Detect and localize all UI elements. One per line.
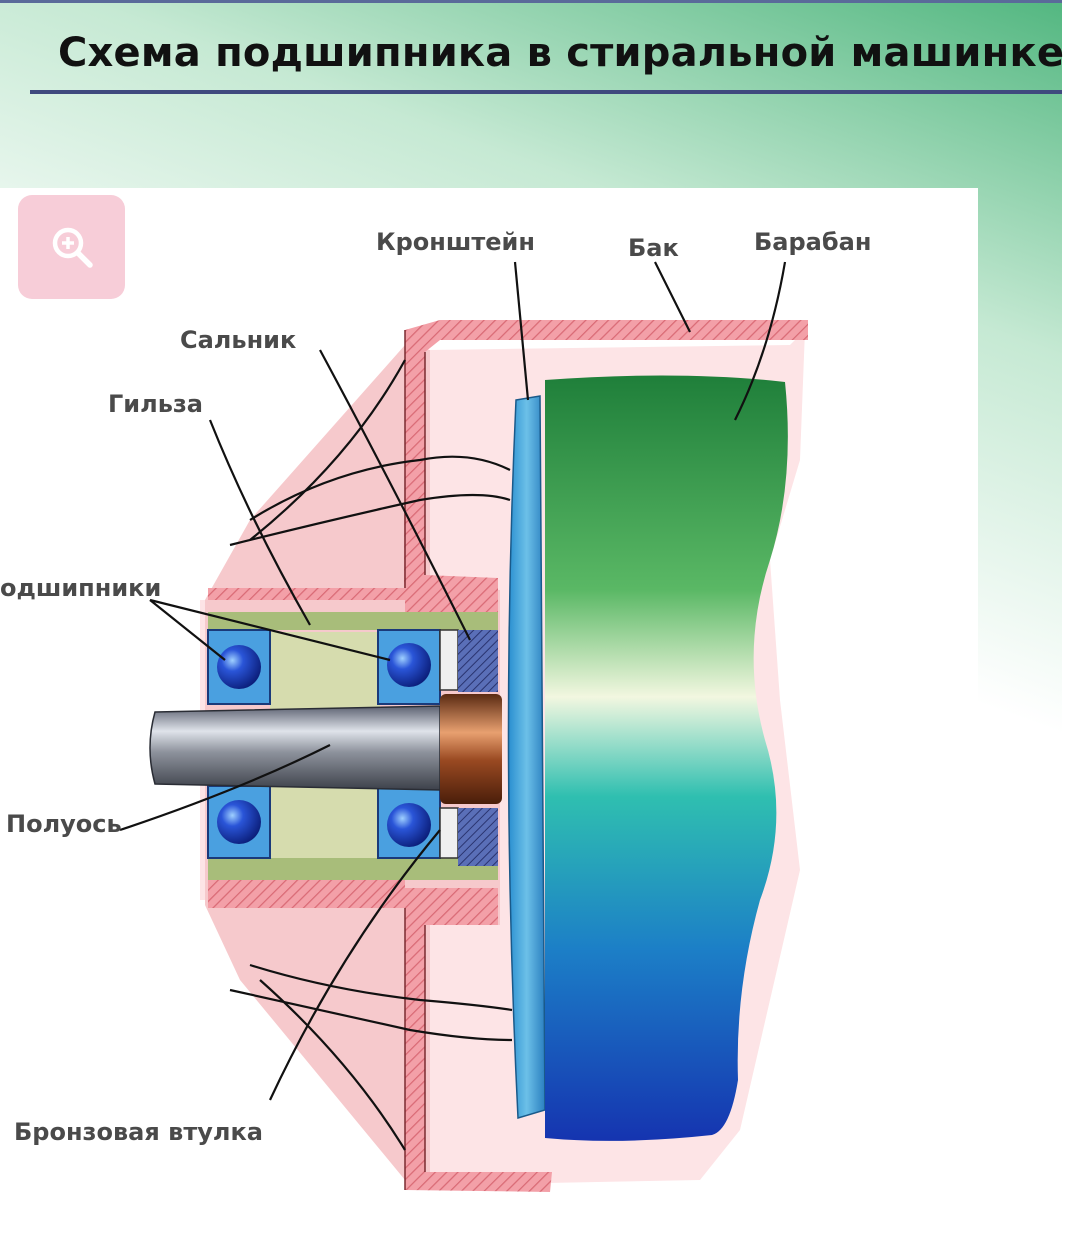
zoom-button[interactable] [18, 195, 125, 299]
label-seal: Сальник [180, 326, 296, 354]
bearing-right-bottom [377, 785, 441, 859]
top-border [0, 0, 1062, 3]
bearing-right-top [377, 629, 441, 705]
bronze-bushing [440, 694, 502, 804]
half-axle [149, 705, 441, 791]
flange [507, 395, 546, 1119]
label-sleeve: Гильза [108, 390, 203, 418]
label-drum: Барабан [754, 228, 871, 256]
label-tank: Бак [628, 234, 679, 262]
zoom-in-icon [52, 227, 93, 268]
label-half-axle: Полуось [6, 810, 122, 838]
tank-wall [208, 320, 808, 1192]
bearing-left-bottom [207, 785, 271, 859]
drum [545, 375, 788, 1141]
label-bronze-bushing: Бронзовая втулка [14, 1118, 263, 1146]
seal [439, 629, 498, 866]
callout-lines [119, 261, 787, 1151]
title-underline [30, 90, 1062, 94]
bearing-left-top [207, 629, 271, 705]
label-bearings: одшипники [0, 574, 161, 602]
label-bracket: Кронштейн [376, 228, 535, 256]
page-title: Схема подшипника в стиральной машинке [58, 30, 1065, 76]
right-margin [1062, 0, 1079, 1252]
